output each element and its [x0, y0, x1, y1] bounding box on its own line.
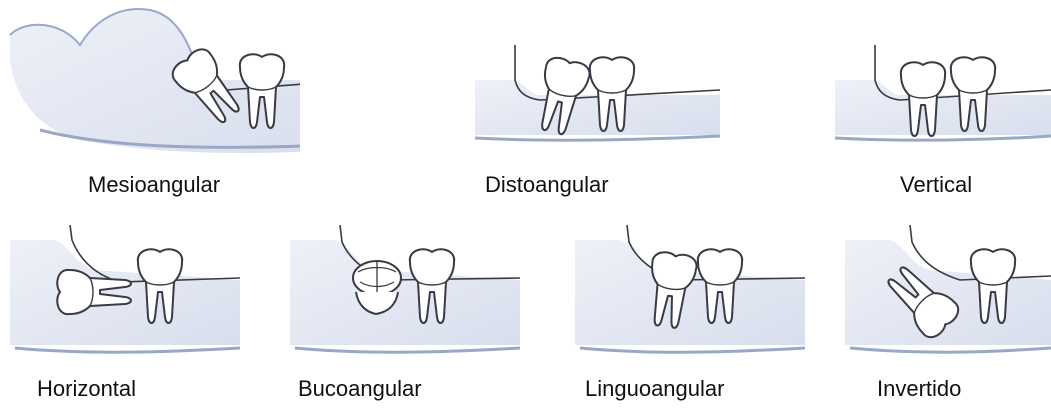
- bucoangular-illustration: [280, 220, 520, 360]
- panel-mesioangular: [0, 0, 300, 170]
- horizontal-illustration: [0, 220, 240, 360]
- invertido-illustration: [835, 220, 1051, 360]
- vertical-illustration: [830, 40, 1051, 150]
- panel-vertical: [830, 40, 1051, 150]
- jaw-bone-wash: [845, 240, 1051, 345]
- caption-invertido: Invertido: [877, 376, 961, 402]
- mesioangular-illustration: [0, 0, 300, 170]
- caption-mesioangular: Mesioangular: [88, 172, 220, 198]
- panel-linguoangular: [565, 220, 805, 360]
- jaw-lower-border: [15, 348, 240, 352]
- linguoangular-illustration: [565, 220, 805, 360]
- jaw-lower-border: [835, 136, 1051, 140]
- jaw-bone-wash: [290, 240, 520, 345]
- panel-distoangular: [470, 40, 720, 150]
- caption-horizontal: Horizontal: [37, 376, 136, 402]
- jaw-lower-border: [295, 348, 520, 352]
- panel-bucoangular: [280, 220, 520, 360]
- distoangular-illustration: [470, 40, 720, 150]
- jaw-lower-border: [580, 348, 805, 352]
- panel-horizontal: [0, 220, 240, 360]
- caption-linguoangular: Linguoangular: [585, 376, 724, 402]
- caption-vertical: Vertical: [900, 172, 972, 198]
- caption-distoangular: Distoangular: [485, 172, 609, 198]
- caption-bucoangular: Bucoangular: [298, 376, 422, 402]
- jaw-lower-border: [475, 136, 720, 140]
- jaw-lower-border: [850, 348, 1051, 352]
- jaw-bone-wash: [10, 240, 240, 345]
- panel-invertido: [835, 220, 1051, 360]
